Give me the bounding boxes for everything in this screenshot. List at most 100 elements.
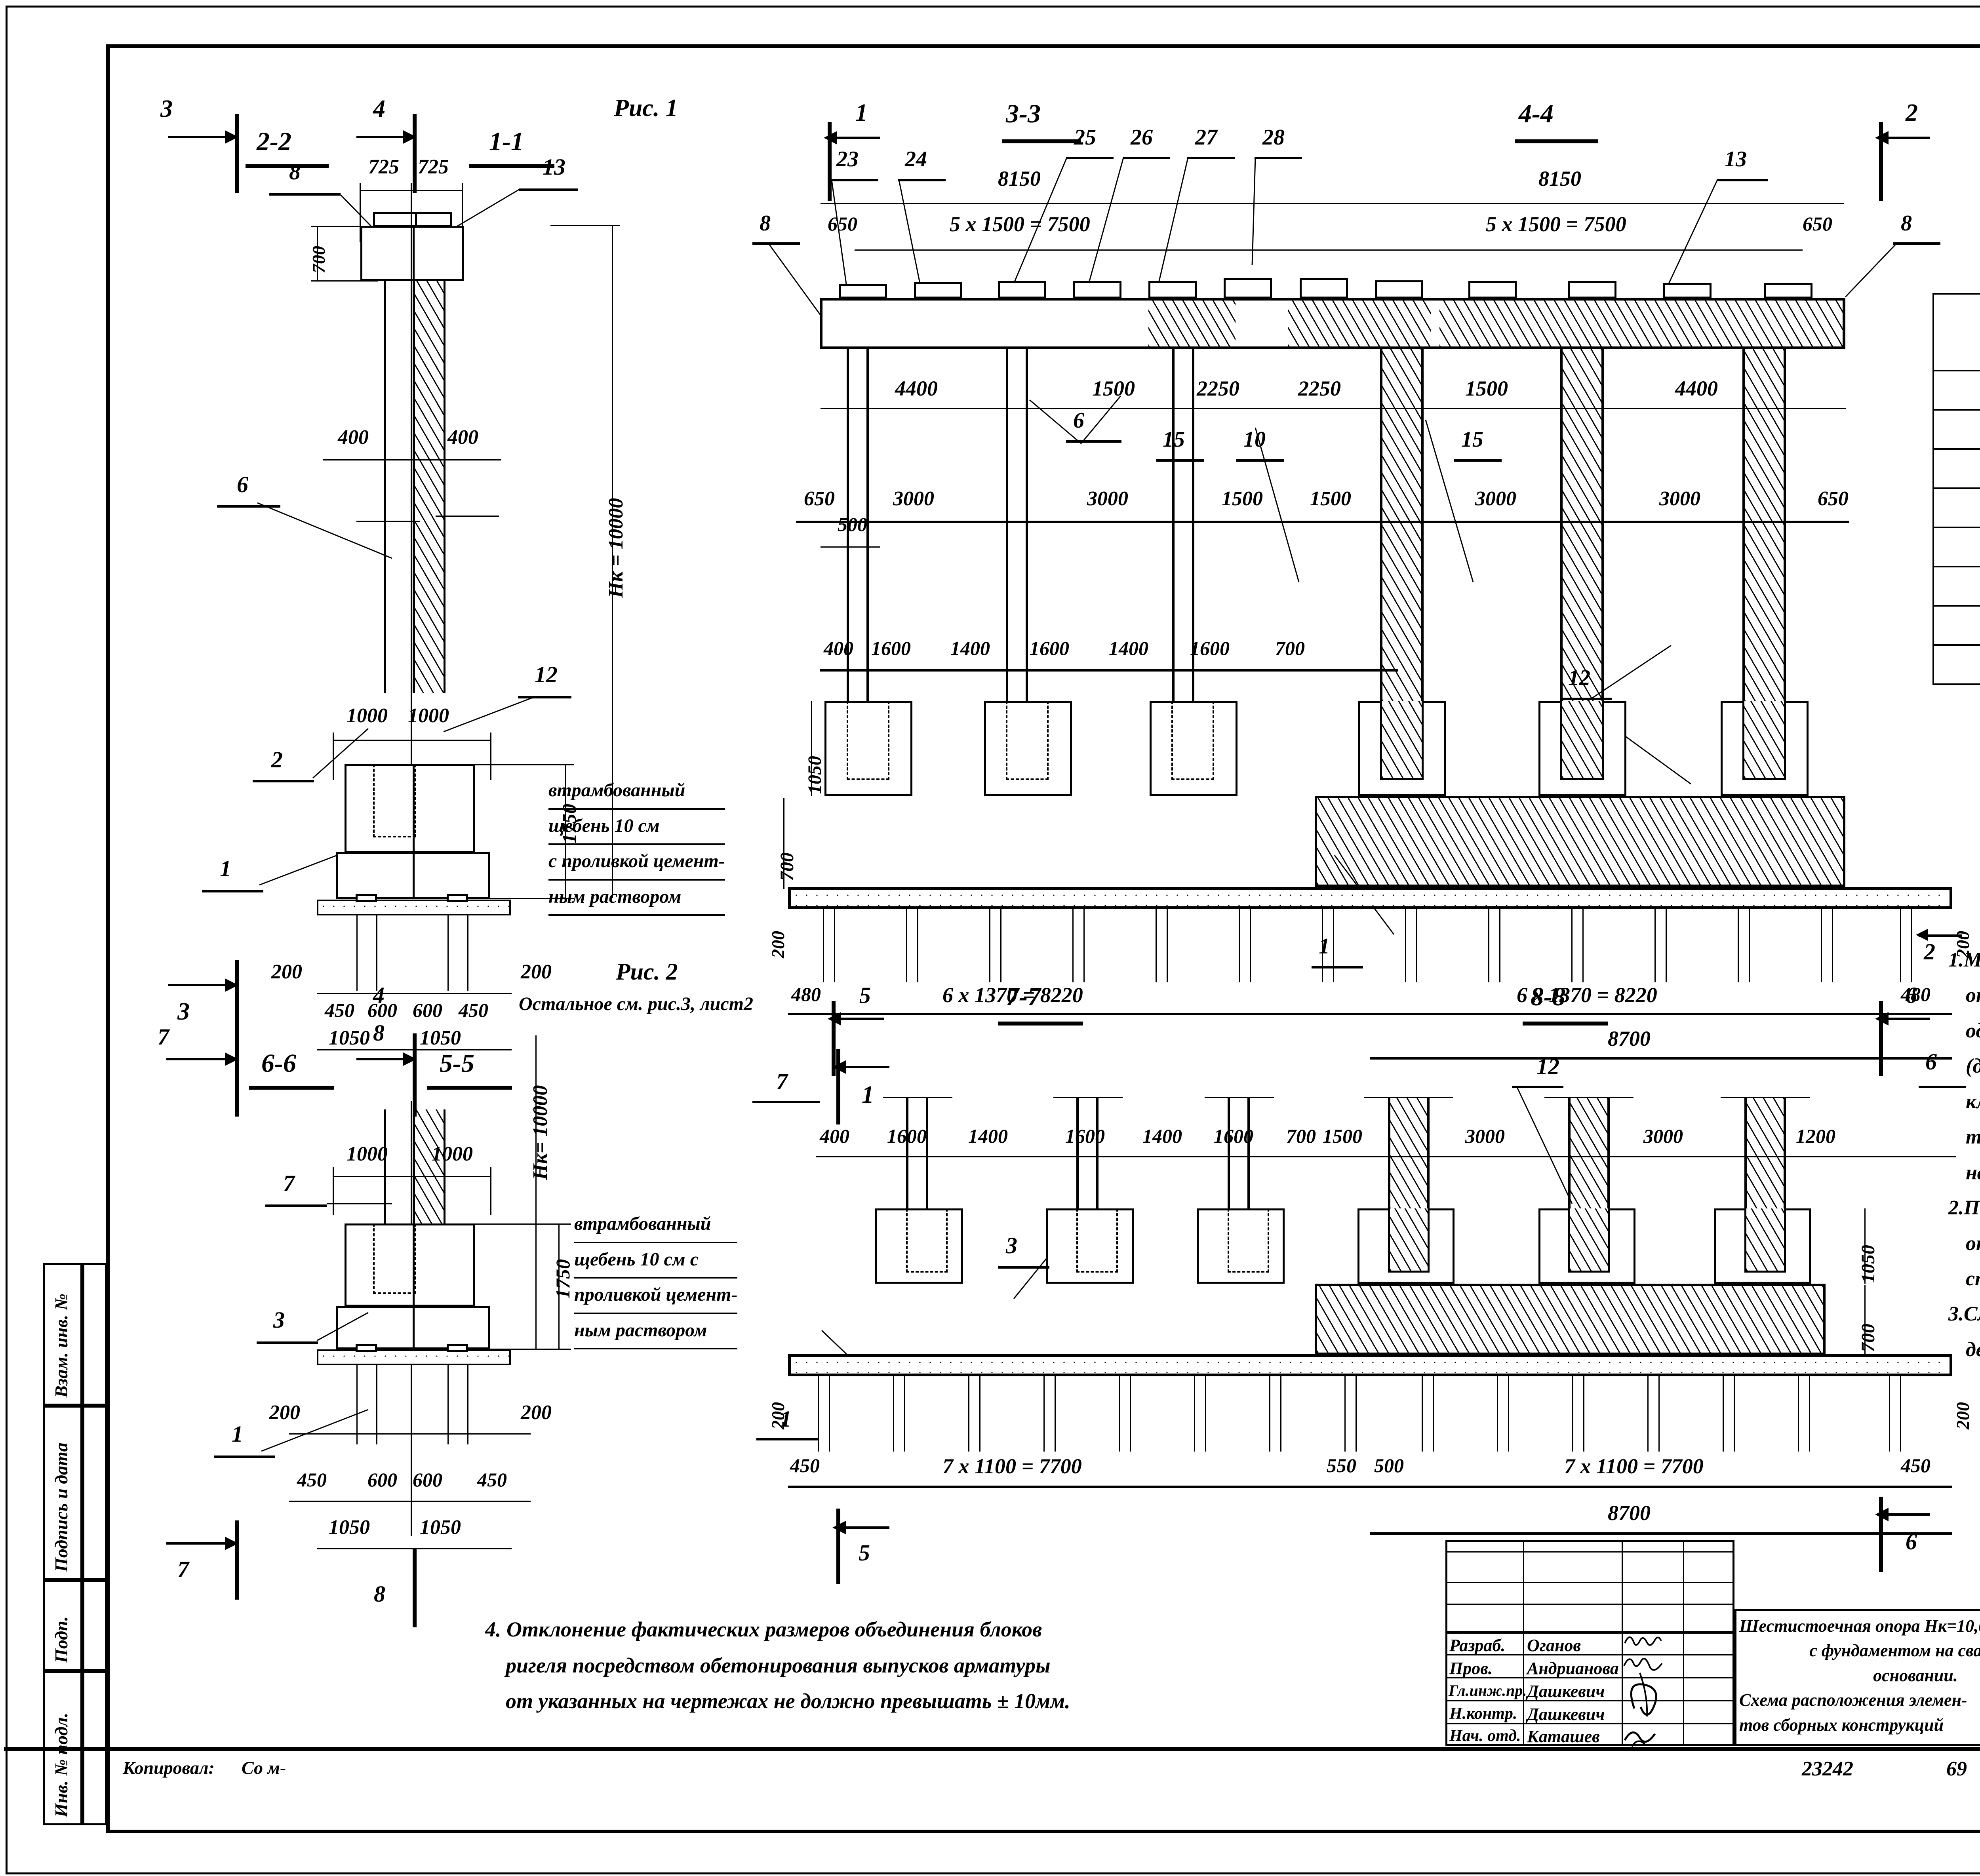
pile-head-2 xyxy=(447,894,468,902)
fig2-pile-1 xyxy=(356,1365,358,1444)
dim-line-5x1500-right xyxy=(1327,249,1803,251)
fig2m-mark-7-underline xyxy=(752,1101,820,1103)
section-label-1-1-underline xyxy=(469,164,554,168)
column-shaft-hatched xyxy=(413,281,446,693)
cup-foundation-1 xyxy=(824,701,912,796)
page-outer-frame xyxy=(6,6,1980,1874)
fig2m-pile-13b xyxy=(1809,1376,1810,1452)
fig2-dim-hk: Нк= 10000 xyxy=(529,1085,552,1180)
dim-row3-2: 3000 xyxy=(1087,487,1128,510)
title-line-3: Схема расположения элемен- xyxy=(1739,1690,1967,1710)
title-block: Разраб. Оганов Пров. Андрианова Гл.инж.п… xyxy=(4,1540,1980,1786)
note-4-line-1: ригеля посредством обетонирования выпуск… xyxy=(506,1653,1051,1677)
fig2m-dim-pile-mid-a: 550 xyxy=(1327,1454,1356,1476)
section-label-8-8-underline xyxy=(1523,1022,1608,1026)
arrow-line-1-bot xyxy=(843,1066,889,1068)
dim-row4-0: 400 xyxy=(824,637,853,659)
pile-col-2 xyxy=(989,909,990,982)
tb-row-h5 xyxy=(1445,1677,1734,1678)
fig2m-dim-l-6: 700 xyxy=(1286,1125,1316,1147)
fig2m-pile-6b xyxy=(1280,1376,1281,1452)
fig2-dim-1050-b: 1050 xyxy=(420,1516,461,1539)
bearing-pad-hatched xyxy=(415,212,452,227)
mark-26: 26 xyxy=(1131,125,1153,150)
section-label-3-3: 3-3 xyxy=(1006,99,1041,128)
sidebar-cell-0 xyxy=(43,1263,82,1406)
sidebar-item-1: Подпись и дата xyxy=(51,1442,71,1572)
section-mark-3-bot: 3 xyxy=(177,998,190,1025)
pile-col-6 xyxy=(1322,909,1323,982)
mark-12: 12 xyxy=(535,662,558,687)
fig2-section-mark-8-bot: 8 xyxy=(374,1581,385,1607)
dim-pile-line xyxy=(788,1013,1952,1015)
fig2m-grade-beam xyxy=(1315,1284,1826,1355)
name-0: Оганов xyxy=(1527,1636,1581,1655)
mark-8: 8 xyxy=(289,159,301,185)
sidebar-item-0: Взам. инв. № xyxy=(51,1294,71,1398)
pile-4 xyxy=(467,915,468,991)
pile-col-13b xyxy=(1911,909,1912,982)
fig2m-cup-socket-4-fill xyxy=(1390,1208,1428,1271)
fig2m-pile-8 xyxy=(1422,1376,1423,1452)
grade-beam-hatched xyxy=(1315,796,1845,887)
fig2m-column-b-r xyxy=(1096,1097,1099,1210)
fig2m-pile-10 xyxy=(1572,1376,1573,1452)
mark-13-main: 13 xyxy=(1725,147,1747,171)
section-label-1-1: 1-1 xyxy=(489,127,524,156)
pier-cap-beam-hatch-1 xyxy=(1148,301,1236,346)
dim-row3-7: 650 xyxy=(1818,487,1849,510)
dim-row3-1: 3000 xyxy=(893,487,934,510)
pile-col-7b xyxy=(1416,909,1417,982)
break-line-left xyxy=(356,521,420,522)
pile-head-1 xyxy=(356,894,377,902)
column-b-r xyxy=(1026,349,1028,702)
fig2m-column-b-l xyxy=(1076,1097,1079,1210)
section-label-6-6-underline xyxy=(249,1086,334,1090)
cup-socket-1 xyxy=(847,701,889,780)
note-1-line-3: (док. 3.503.1-76.0.000 СМ4) таблицу- xyxy=(1966,1055,1980,1078)
dim-8700-line xyxy=(1370,1057,1952,1060)
fig2m-arrow-line-5 xyxy=(837,1018,884,1020)
fig2m-cup-socket-5-fill xyxy=(1570,1208,1608,1271)
dim-600-a: 600 xyxy=(367,999,397,1021)
mark-15-main-a: 15 xyxy=(1163,427,1185,452)
note-1-line-6: на свайном основании. xyxy=(1966,1161,1980,1184)
ext-725-r xyxy=(462,183,463,242)
signatures xyxy=(1623,1636,1663,1747)
pile-1 xyxy=(356,915,358,991)
title-panel xyxy=(1734,1609,1980,1746)
dim-row4-6: 700 xyxy=(1275,637,1305,659)
fig2-section-line-7-top xyxy=(235,1033,239,1117)
fig2-dim-450-line xyxy=(289,1501,531,1502)
fig2m-column-a-r xyxy=(926,1097,928,1210)
fig2-mark-1-underline xyxy=(214,1456,275,1458)
section-label-2-2: 2-2 xyxy=(257,127,291,156)
title-line-1: с фундаментом на свайном xyxy=(1809,1641,1980,1661)
fig2m-dim-l-5: 1600 xyxy=(1214,1125,1253,1147)
table-row: -04 24 + 15; 24 + 12 1 xyxy=(1932,527,1980,567)
fig2m-dim-l-2: 1400 xyxy=(968,1125,1008,1147)
table-row: -05 33 + 33 4 xyxy=(1932,566,1980,607)
mark-15-main-b: 15 xyxy=(1461,427,1483,452)
table-cell-mark: 3.503.1-76.0.270 xyxy=(1932,370,1980,411)
name-1: Андрианова xyxy=(1527,1659,1619,1678)
fig2-ext-1000-l xyxy=(333,1167,334,1215)
column-shaft-hatch-left xyxy=(413,281,415,693)
cup-socket-6-fill xyxy=(1744,701,1784,778)
notes-mark-2: 2 xyxy=(1924,939,1935,965)
fig2m-column-e xyxy=(1568,1097,1610,1210)
pile-row xyxy=(752,95,1980,1006)
tb-row-h7 xyxy=(1445,1723,1734,1724)
title-line-4: тов сборных конструкций xyxy=(1739,1715,1944,1735)
mark-8-underline xyxy=(269,193,341,196)
dim-650-right: 650 xyxy=(1803,213,1832,235)
fig2m-pile-8b xyxy=(1433,1376,1434,1452)
fig2m-column-a-top xyxy=(883,1097,952,1098)
pile-col-10 xyxy=(1654,909,1656,982)
notes-mark-6: 6 xyxy=(1925,1049,1937,1075)
fig2m-cup-socket-3 xyxy=(1228,1208,1269,1273)
mark-8-main-right: 8 xyxy=(1901,211,1912,236)
fig2-dim-1000-a: 1000 xyxy=(346,1143,388,1165)
fig2-note-line-0: втрамбованный xyxy=(574,1208,738,1243)
mark-12-main: 12 xyxy=(1568,666,1590,690)
